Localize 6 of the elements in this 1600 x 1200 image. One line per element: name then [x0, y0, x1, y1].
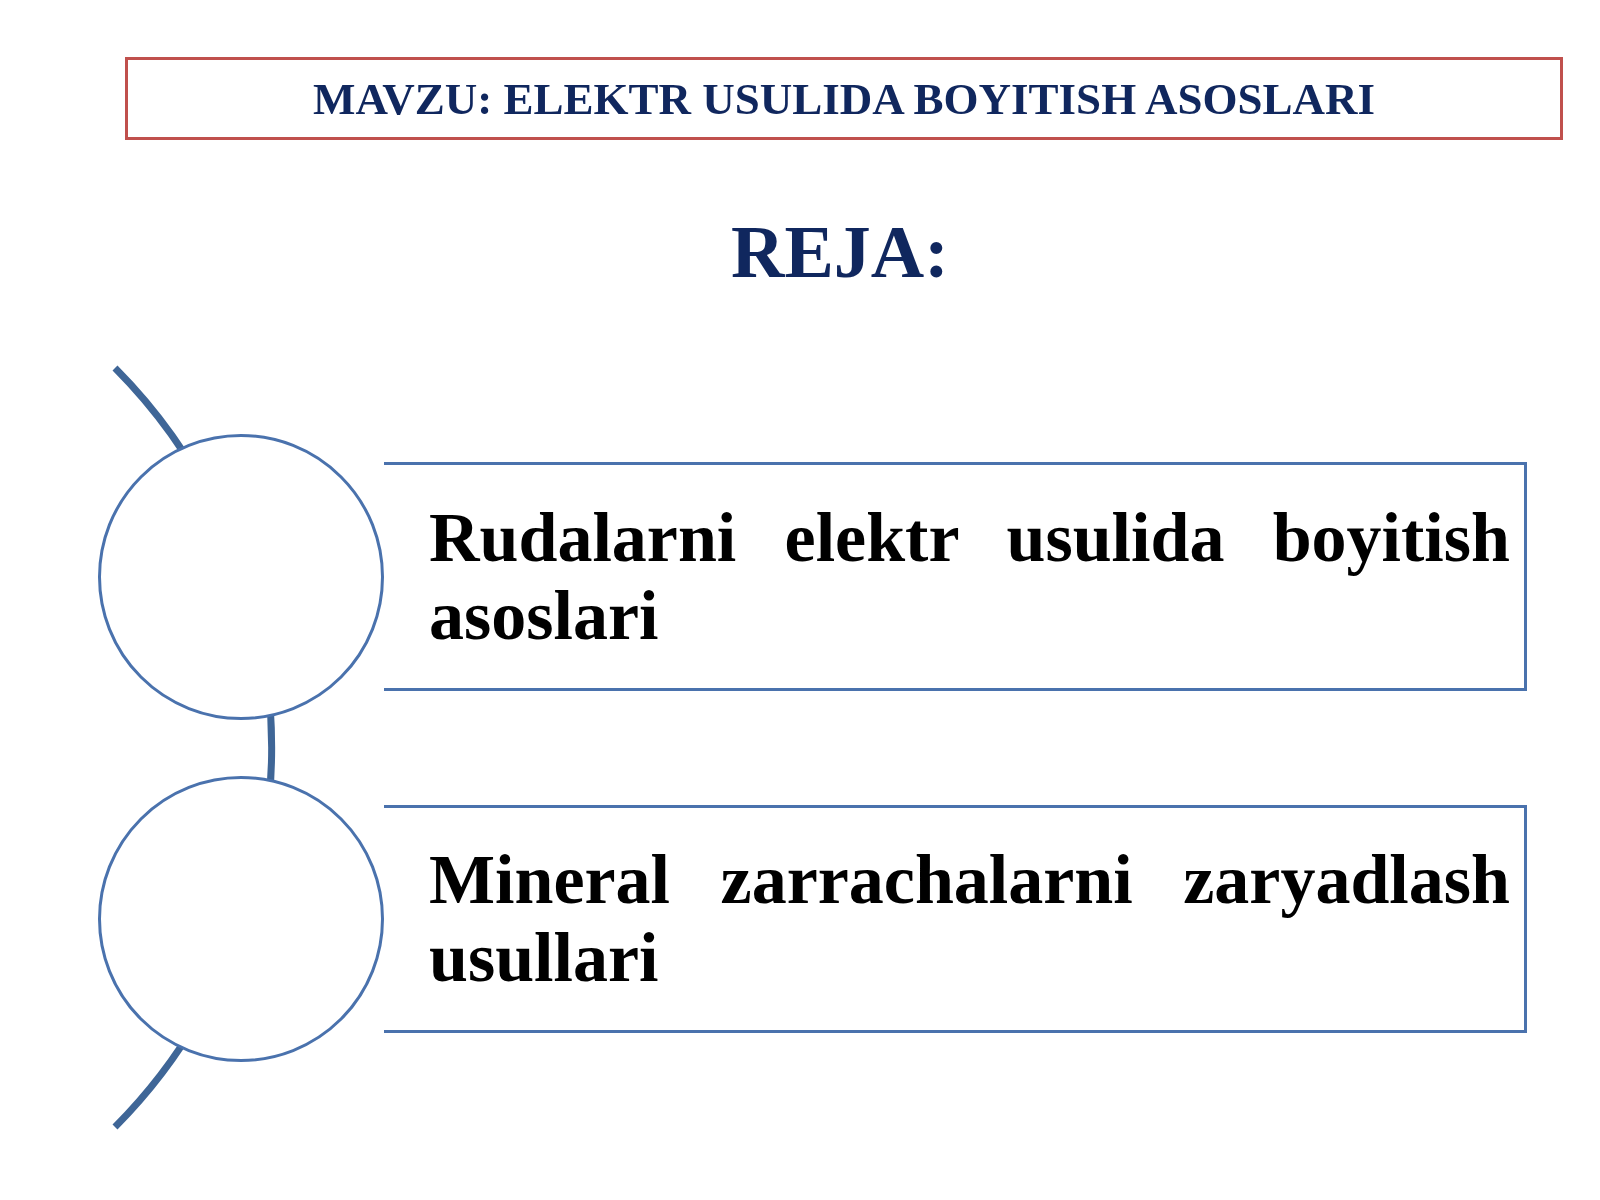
- list-item-box: [384, 805, 1527, 1033]
- list-item-box: [384, 462, 1527, 691]
- item-text: Mineral zarrachalarni zaryadlash usullari: [429, 841, 1510, 997]
- item-text: Rudalarni elektr usulida boyitish asoslari: [429, 498, 1510, 655]
- heading-text: REJA:: [731, 209, 949, 295]
- title-banner: MAVZU: ELEKTR USULIDA BOYITISH ASOSLARI: [125, 57, 1563, 140]
